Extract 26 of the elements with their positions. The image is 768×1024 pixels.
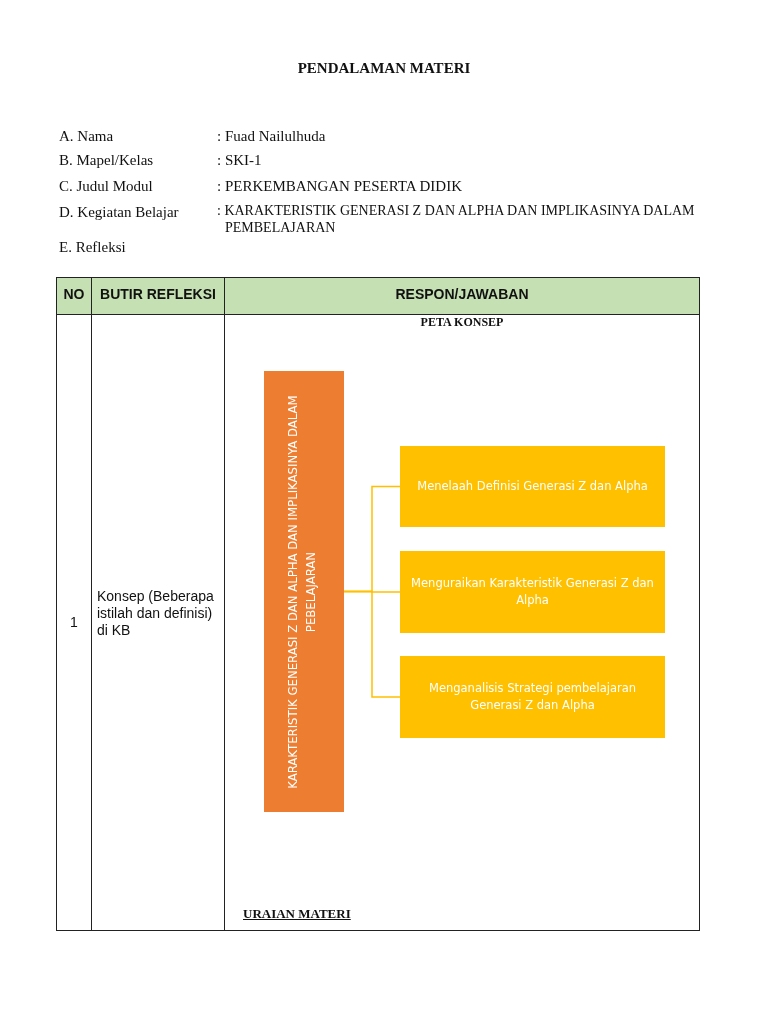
node-text: Menguraikan Karakteristik Generasi Z dan Alpha xyxy=(410,575,655,609)
field-label: E. Refleksi xyxy=(59,238,127,256)
connector-line xyxy=(343,590,401,698)
column-header: BUTIR REFLEKSI xyxy=(99,286,217,303)
field-label: A. Nama xyxy=(59,127,115,145)
field-label: B. Mapel/Kelas xyxy=(59,151,155,169)
subtopic-box xyxy=(400,551,665,633)
topic-box xyxy=(264,371,344,812)
column-header: NO xyxy=(62,286,86,303)
section-heading: URAIAN MATERI xyxy=(243,906,351,922)
column-header: RESPON/JAWABAN xyxy=(394,286,530,303)
field-value: : Fuad Nailulhuda xyxy=(217,127,327,145)
node-text: Menganalisis Strategi pembelajaran Generasi Z dan Alpha xyxy=(428,680,637,714)
node-text: KARAKTERISTIK GENERASI Z DAN ALPHA DAN IMPLIKASINYA DALAM PEBELAJARAN xyxy=(284,393,319,791)
subtopic-box xyxy=(400,446,665,527)
page-title: PENDALAMAN MATERI xyxy=(296,60,472,77)
section-heading: PETA KONSEP xyxy=(419,315,505,330)
field-value: : SKI-1 xyxy=(217,151,263,169)
row-number: 1 xyxy=(69,614,79,631)
field-value: : PERKEMBANGAN PESERTA DIDIK xyxy=(217,177,463,195)
node-text: Menelaah Definisi Generasi Z dan Alpha xyxy=(416,478,649,495)
field-label: D. Kegiatan Belajar xyxy=(59,203,180,221)
row-text: Konsep (Beberapa istilah dan definisi) di KB xyxy=(97,588,215,639)
field-label: C. Judul Modul xyxy=(59,177,154,195)
field-value: : KARAKTERISTIK GENERASI Z DAN ALPHA DAN IMPLIKASINYA DALAM PEMBELAJARAN xyxy=(217,203,696,237)
subtopic-box xyxy=(400,656,665,738)
